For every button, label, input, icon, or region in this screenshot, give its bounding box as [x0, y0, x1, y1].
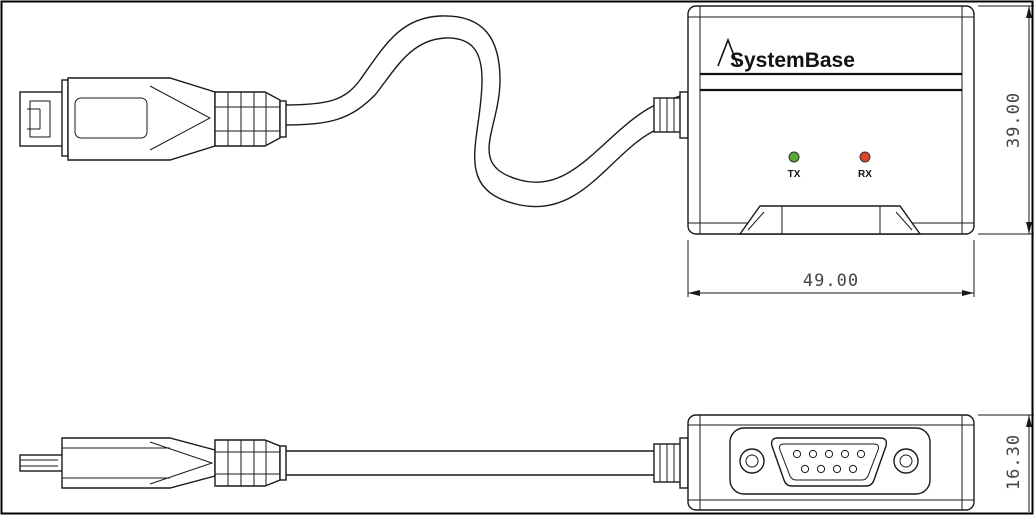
box-strain-relief-top [653, 91, 689, 139]
micro-usb-plug-top [19, 77, 287, 161]
brand-name: SystemBase [730, 49, 855, 72]
rx-label: RX [858, 169, 872, 180]
tx-label: TX [788, 169, 801, 180]
brand-logo: SystemBase [717, 37, 855, 72]
box-strain-relief-side [653, 437, 689, 489]
top-cable [282, 15, 681, 208]
tx-led-icon [788, 151, 800, 163]
dimension-thickness: 16.30 [978, 414, 1034, 512]
top-view: SystemBase TX RX 49.00 39.00 [19, 5, 1034, 297]
led-rx: RX [858, 151, 872, 180]
height-value: 39.00 [1004, 92, 1024, 148]
side-cable [283, 450, 655, 476]
thickness-value: 16.30 [1004, 434, 1024, 490]
dimension-height: 39.00 [978, 5, 1034, 235]
db9-connector [729, 427, 931, 495]
rx-led-icon [859, 151, 871, 163]
usb-plug-side [19, 437, 287, 489]
width-value: 49.00 [803, 271, 859, 291]
dimension-width: 49.00 [687, 240, 975, 297]
converter-box-top [687, 5, 975, 235]
led-tx: TX [788, 151, 801, 180]
side-view: 16.30 [19, 414, 1034, 512]
